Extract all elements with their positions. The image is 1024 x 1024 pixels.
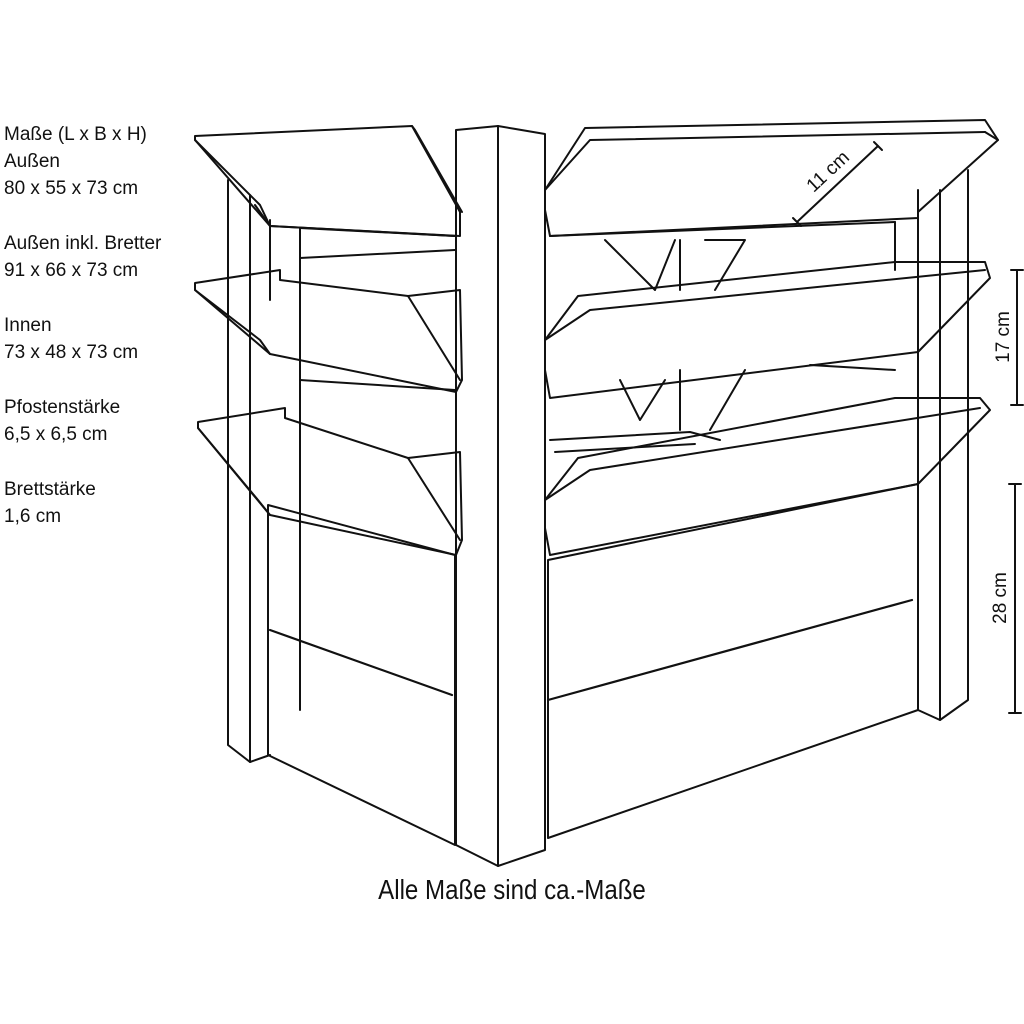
spec-label: Außen inkl. Bretter — [4, 233, 162, 254]
right-slat-bottom — [544, 397, 991, 556]
spec-list: Maße (L x B x H) Außen 80 x 55 x 73 cm A… — [4, 121, 161, 558]
left-base-box — [267, 504, 456, 846]
left-slat-top — [194, 125, 463, 237]
spec-label: Außen — [4, 151, 60, 172]
spec-value: 73 x 48 x 73 cm — [4, 342, 139, 363]
spec-value: 6,5 x 6,5 cm — [4, 424, 108, 445]
spec-outer: Maße (L x B x H) Außen 80 x 55 x 73 cm — [4, 121, 161, 202]
spec-value: 91 x 66 x 73 cm — [4, 260, 139, 281]
dimension-slat-height: 17 cm — [993, 269, 1024, 406]
spec-heading: Maße (L x B x H) — [4, 124, 147, 145]
right-slat-middle — [544, 261, 991, 399]
center-post — [455, 125, 546, 867]
dimension-base-height: 28 cm — [990, 483, 1022, 714]
base-height-label: 28 cm — [990, 572, 1011, 624]
approximate-dimensions-note: Alle Maße sind ca.-Maße — [378, 874, 646, 905]
spec-label: Pfostenstärke — [4, 397, 121, 418]
spec-inner: Innen 73 x 48 x 73 cm — [4, 312, 161, 366]
spec-outer-incl-boards: Außen inkl. Bretter 91 x 66 x 73 cm — [4, 230, 161, 284]
spec-label: Innen — [4, 315, 52, 336]
spec-value: 1,6 cm — [4, 506, 62, 527]
spec-label: Brettstärke — [4, 479, 96, 500]
slat-depth-label: 11 cm — [803, 147, 854, 197]
slat-height-label: 17 cm — [993, 311, 1014, 363]
right-slat-top — [544, 119, 999, 237]
right-base-box — [546, 483, 919, 839]
right-post — [917, 169, 969, 721]
left-slat-middle — [194, 269, 463, 393]
spec-value: 80 x 55 x 73 cm — [4, 178, 139, 199]
back-structure — [299, 221, 896, 711]
spec-board-thickness: Brettstärke 1,6 cm — [4, 476, 161, 530]
dimension-slat-depth: 11 cm — [792, 141, 883, 227]
left-slat-bottom — [197, 407, 463, 556]
spec-post-thickness: Pfostenstärke 6,5 x 6,5 cm — [4, 394, 161, 448]
